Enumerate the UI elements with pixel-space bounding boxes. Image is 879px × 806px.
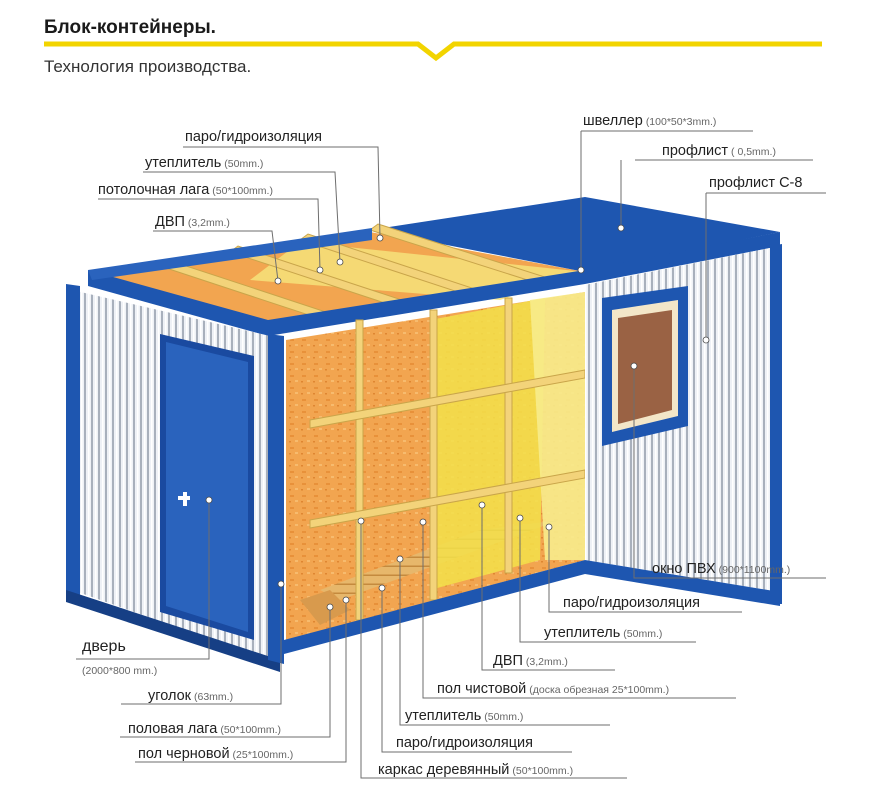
label-profsheet-c8: профлист С-8 [709, 175, 803, 191]
door-handle-icon [178, 492, 190, 506]
label-door: дверь(2000*800 mm.) [82, 638, 158, 678]
label-ceiling-joist: потолочная лага(50*100mm.) [98, 182, 273, 198]
roof-frame-front [88, 270, 268, 336]
end-wall-frame-left [66, 284, 80, 596]
label-profsheet: профлист( 0,5mm.) [662, 143, 776, 159]
label-insulation-wall: утеплитель(50mm.) [544, 625, 663, 641]
end-wall-frame-bottom [66, 590, 280, 672]
leader-lines [76, 130, 826, 779]
corner-post [268, 334, 284, 664]
label-wooden-frame: каркас деревянный(50*100mm.) [378, 762, 574, 778]
roof-profsheet [370, 197, 780, 272]
wall-vapor-sheet [530, 292, 585, 560]
label-finish-floor: пол чистовой(доска обрезная 25*100mm.) [437, 681, 670, 697]
label-insulation-floor: утеплитель(50mm.) [405, 708, 524, 724]
header-underline [44, 41, 822, 62]
label-window: окно ПВХ(900*1100mm.) [652, 561, 791, 577]
page-title: Блок-контейнеры. [44, 17, 216, 38]
window-glass [618, 310, 672, 424]
label-floor-joist: половая лага(50*100mm.) [128, 721, 282, 737]
floor-rough [300, 590, 350, 625]
label-dvp-roof: ДВП(3,2mm.) [155, 214, 230, 230]
label-vapor-barrier-wall: паро/гидроизоляция [563, 595, 700, 611]
label-channel: швеллер(100*50*3mm.) [583, 113, 717, 129]
label-vapor-barrier-floor: паро/гидроизоляция [396, 735, 533, 751]
label-insulation-roof: утеплитель(50mm.) [145, 155, 264, 171]
label-dvp-wall: ДВП(3,2mm.) [493, 653, 568, 669]
page-subtitle: Технология производства. [44, 57, 252, 76]
door-leaf [166, 342, 248, 632]
right-corner-post [770, 244, 782, 604]
ceiling-joists [158, 223, 550, 323]
label-corner: уголок(63mm.) [148, 688, 234, 704]
wall-insulation [430, 298, 545, 590]
roof-frame-right [585, 232, 780, 284]
roof-frame-back [88, 228, 372, 280]
leader-dots [205, 224, 710, 611]
roof-frame-long [268, 270, 585, 336]
label-vapor-barrier-roof: паро/гидроизоляция [185, 129, 322, 145]
long-wall-frame-bottom [284, 560, 780, 654]
label-rough-floor: пол черновой(25*100mm.) [138, 746, 294, 762]
